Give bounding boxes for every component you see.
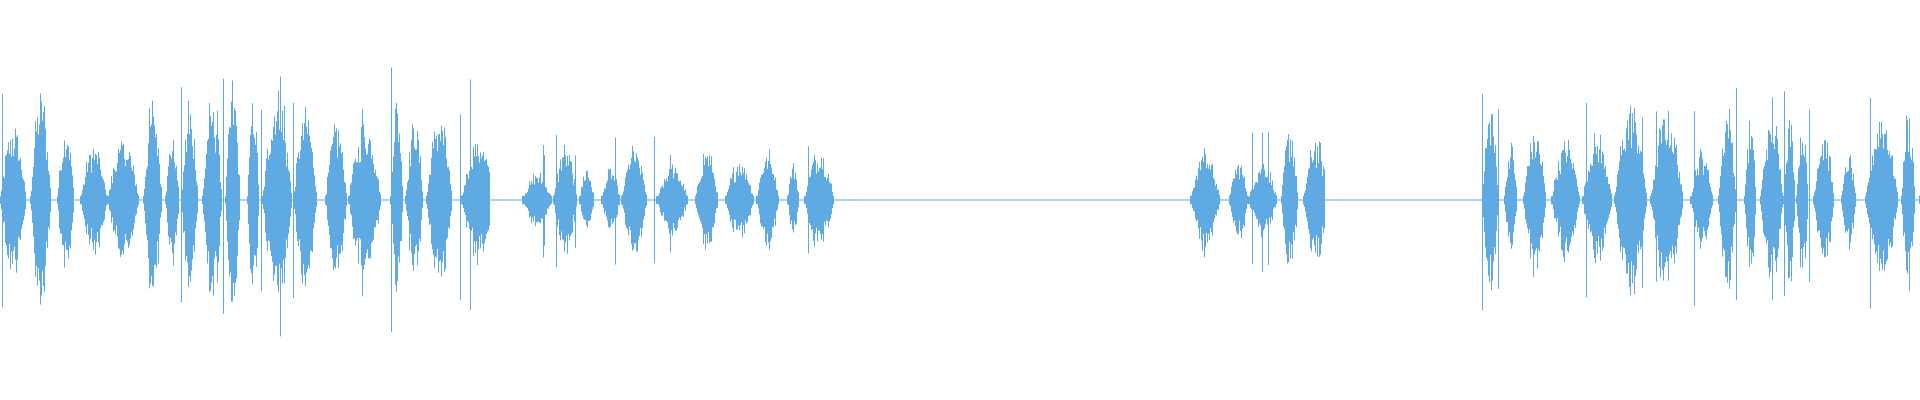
waveform-path xyxy=(0,67,1920,337)
waveform-bars xyxy=(0,67,1920,337)
